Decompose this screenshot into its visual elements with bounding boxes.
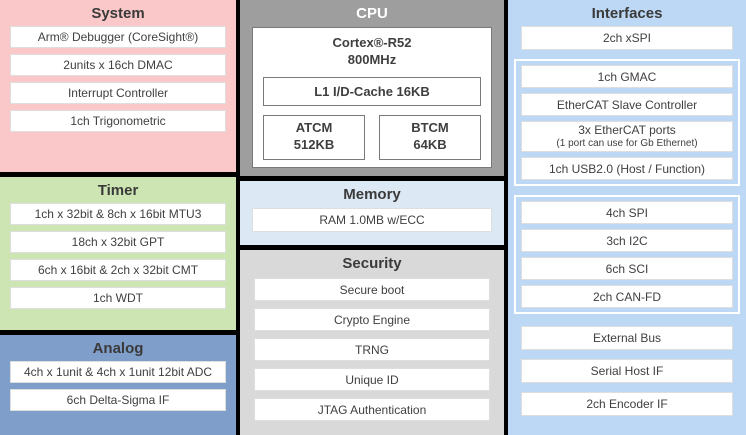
interface-item-i2c: 3ch I2C bbox=[521, 229, 733, 252]
timer-item-mtu3: 1ch x 32bit & 8ch x 16bit MTU3 bbox=[10, 203, 226, 225]
left-column: System Arm® Debugger (CoreSight®) 2units… bbox=[0, 0, 236, 435]
cpu-atcm-box: ATCM 512KB bbox=[263, 114, 365, 160]
security-item-unique-id: Unique ID bbox=[254, 368, 490, 391]
interfaces-title: Interfaces bbox=[591, 5, 663, 22]
interfaces-block: Interfaces 2ch xSPI 1ch GMAC EtherCAT Sl… bbox=[508, 0, 746, 435]
cpu-core-box: Cortex®-R52 800MHz L1 I/D-Cache 16KB ATC… bbox=[252, 27, 492, 168]
timer-item-wdt: 1ch WDT bbox=[10, 287, 226, 309]
security-block: Security Secure boot Crypto Engine TRNG … bbox=[240, 250, 504, 435]
analog-block: Analog 4ch x 1unit & 4ch x 1unit 12bit A… bbox=[0, 335, 236, 435]
timer-item-cmt: 6ch x 16bit & 2ch x 32bit CMT bbox=[10, 259, 226, 281]
cpu-core-name: Cortex®-R52 800MHz bbox=[253, 28, 491, 69]
interface-item-xspi: 2ch xSPI bbox=[521, 26, 733, 50]
interface-item-usb: 1ch USB2.0 (Host / Function) bbox=[521, 157, 733, 180]
cpu-l1-cache-box: L1 I/D-Cache 16KB bbox=[263, 76, 481, 106]
analog-item-delta-sigma: 6ch Delta-Sigma IF bbox=[10, 389, 226, 411]
memory-item-ram: RAM 1.0MB w/ECC bbox=[252, 208, 492, 232]
security-item-trng: TRNG bbox=[254, 338, 490, 361]
cpu-block: CPU Cortex®-R52 800MHz L1 I/D-Cache 16KB… bbox=[240, 0, 504, 176]
interface-item-external-bus: External Bus bbox=[521, 326, 733, 350]
cpu-btcm-box: BTCM 64KB bbox=[379, 114, 481, 160]
cpu-tcm-row: ATCM 512KB BTCM 64KB bbox=[263, 114, 481, 160]
atcm-label: ATCM bbox=[295, 120, 333, 136]
right-column: Interfaces 2ch xSPI 1ch GMAC EtherCAT Sl… bbox=[508, 0, 746, 435]
interface-item-spi: 4ch SPI bbox=[521, 201, 733, 224]
timer-block: Timer 1ch x 32bit & 8ch x 16bit MTU3 18c… bbox=[0, 177, 236, 330]
ethercat-ports-note: (1 port can use for Gb Ethernet) bbox=[556, 137, 698, 149]
ethercat-ports-label: 3x EtherCAT ports bbox=[578, 122, 676, 137]
cpu-title: CPU bbox=[356, 5, 388, 22]
memory-title: Memory bbox=[343, 186, 401, 203]
interface-item-ethercat-slave: EtherCAT Slave Controller bbox=[521, 93, 733, 116]
system-title: System bbox=[91, 5, 145, 22]
interface-item-sci: 6ch SCI bbox=[521, 257, 733, 280]
analog-title: Analog bbox=[92, 340, 144, 357]
interface-item-serial-host: Serial Host IF bbox=[521, 359, 733, 383]
middle-column: CPU Cortex®-R52 800MHz L1 I/D-Cache 16KB… bbox=[240, 0, 504, 435]
interfaces-serial-group: 4ch SPI 3ch I2C 6ch SCI 2ch CAN-FD bbox=[514, 195, 740, 314]
btcm-size: 64KB bbox=[413, 137, 447, 153]
system-item-trigonometric: 1ch Trigonometric bbox=[10, 110, 226, 132]
security-item-jtag-auth: JTAG Authentication bbox=[254, 398, 490, 421]
memory-block: Memory RAM 1.0MB w/ECC bbox=[240, 181, 504, 245]
system-item-interrupt-controller: Interrupt Controller bbox=[10, 82, 226, 104]
timer-title: Timer bbox=[97, 182, 139, 199]
security-item-crypto-engine: Crypto Engine bbox=[254, 308, 490, 331]
system-item-dmac: 2units x 16ch DMAC bbox=[10, 54, 226, 76]
interface-item-canfd: 2ch CAN-FD bbox=[521, 285, 733, 308]
system-item-debugger: Arm® Debugger (CoreSight®) bbox=[10, 26, 226, 48]
cpu-core-model: Cortex®-R52 bbox=[332, 35, 412, 50]
interfaces-bottom-group: External Bus Serial Host IF 2ch Encoder … bbox=[508, 326, 746, 425]
btcm-label: BTCM bbox=[411, 120, 449, 136]
interfaces-network-group: 1ch GMAC EtherCAT Slave Controller 3x Et… bbox=[514, 59, 740, 186]
interface-item-encoder: 2ch Encoder IF bbox=[521, 392, 733, 416]
security-title: Security bbox=[342, 255, 402, 272]
security-item-secure-boot: Secure boot bbox=[254, 278, 490, 301]
atcm-size: 512KB bbox=[293, 137, 335, 153]
interface-item-ethercat-ports: 3x EtherCAT ports (1 port can use for Gb… bbox=[521, 121, 733, 152]
interface-item-gmac: 1ch GMAC bbox=[521, 65, 733, 88]
cpu-core-frequency: 800MHz bbox=[347, 51, 397, 67]
system-block: System Arm® Debugger (CoreSight®) 2units… bbox=[0, 0, 236, 172]
timer-item-gpt: 18ch x 32bit GPT bbox=[10, 231, 226, 253]
analog-item-adc: 4ch x 1unit & 4ch x 1unit 12bit ADC bbox=[10, 361, 226, 383]
